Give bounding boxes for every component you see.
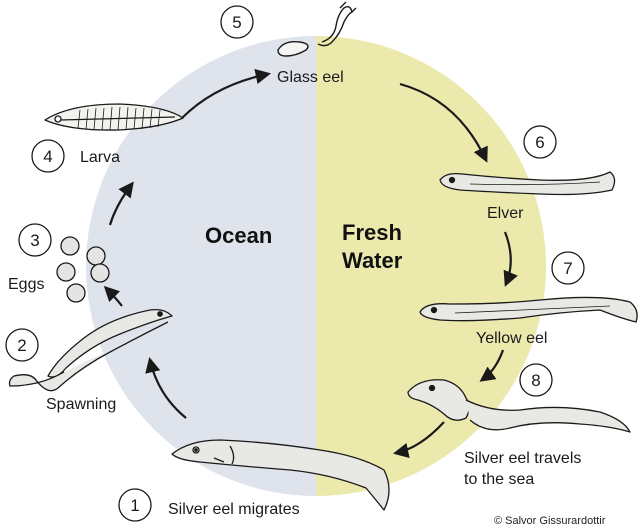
- stage-8-label-line1: Silver eel travels: [464, 450, 581, 467]
- ocean-label: Ocean: [205, 223, 272, 248]
- stage-6-number: 6: [535, 133, 544, 152]
- migrating-silver-eel-illustration: [171, 439, 390, 511]
- fresh-water-label-line1: Fresh: [342, 220, 402, 245]
- spawning-eels-illustration: [8, 308, 173, 392]
- stage-4-circle: [31, 139, 65, 173]
- stage-8-number: 8: [531, 371, 540, 390]
- fresh-water-label-line2: Water: [342, 248, 403, 273]
- arrow-yellow-eel-to-silver: [479, 349, 505, 382]
- arrow-eggs-to-larva: [108, 181, 134, 226]
- arrow-elver-to-yellow-eel: [503, 231, 518, 287]
- stage-2-circle: [5, 328, 39, 362]
- image-credit: © Salvor Gissurardottir: [494, 515, 606, 527]
- stage-2-number: 2: [17, 336, 26, 355]
- stage-6-circle: [523, 125, 557, 159]
- stage-numbers: [5, 5, 585, 522]
- stage-3-label: Eggs: [8, 276, 44, 293]
- stage-3-number: 3: [30, 231, 39, 250]
- stage-7-label: Yellow eel: [476, 330, 547, 347]
- eggs-illustration: [56, 236, 110, 303]
- stage-7-circle: [551, 251, 585, 285]
- elver-illustration: [439, 171, 616, 196]
- arrow-glass-eel-to-elver: [399, 82, 488, 163]
- habitat-circle: [86, 36, 546, 496]
- stage-2-label: Spawning: [46, 396, 116, 413]
- silver-eel-travels-illustration: [407, 379, 631, 433]
- stage-5-label: Glass eel: [277, 69, 344, 86]
- ocean-half: [86, 36, 316, 496]
- stage-7-number: 7: [563, 259, 572, 278]
- cycle-arrows: [103, 68, 518, 459]
- arrow-larva-to-glass-eel: [181, 68, 272, 119]
- stage-4-label: Larva: [80, 149, 120, 166]
- yellow-eel-illustration: [419, 296, 638, 323]
- larva-illustration: [44, 103, 184, 131]
- stage-6-label: Elver: [487, 205, 524, 222]
- stage-1-label: Silver eel migrates: [168, 501, 300, 518]
- stage-5-number: 5: [232, 13, 241, 32]
- stage-4-number: 4: [43, 147, 52, 166]
- arrow-migration-to-spawning: [145, 356, 187, 419]
- eel-illustrations: [8, 1, 638, 511]
- stage-8-label-line2: to the sea: [464, 471, 534, 488]
- stage-3-circle: [18, 223, 52, 257]
- stage-8-circle: [519, 363, 553, 397]
- stage-5-circle: [220, 5, 254, 39]
- glass-eel-illustration: [277, 1, 357, 57]
- stage-1-circle: [118, 488, 152, 522]
- stage-1-number: 1: [130, 496, 139, 515]
- arrow-spawning-to-eggs: [103, 285, 123, 307]
- arrow-silver-to-sea: [392, 421, 445, 459]
